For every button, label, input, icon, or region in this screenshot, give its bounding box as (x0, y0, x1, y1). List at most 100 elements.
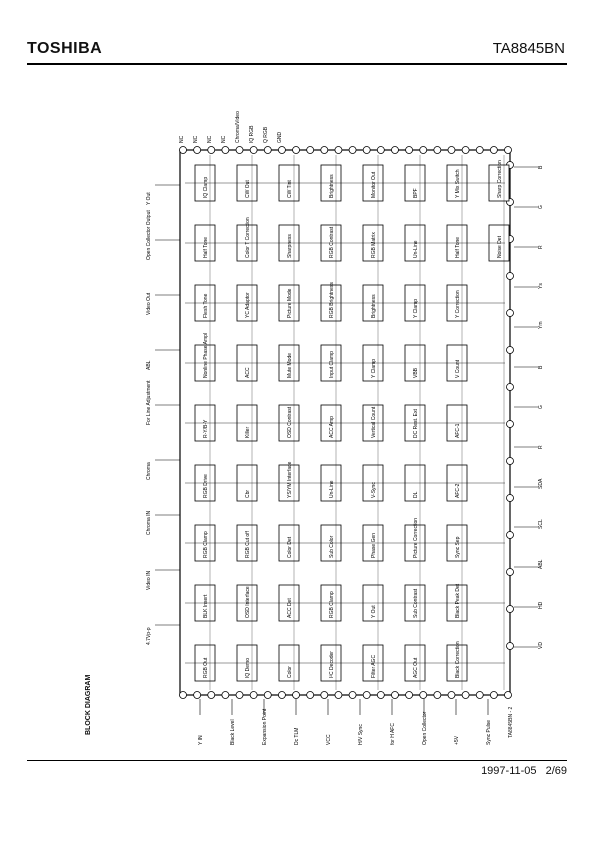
pin-right (506, 272, 514, 280)
pin-top (221, 146, 230, 154)
function-block-label: Input Clamp (329, 351, 335, 378)
pin-label: ABL (538, 559, 544, 569)
pin-label: VCC (326, 734, 332, 745)
function-block-label: Vertical Count (371, 406, 377, 438)
pin-top (249, 146, 258, 154)
function-block-label: RGB Out (203, 657, 209, 678)
pin-top (320, 146, 329, 154)
pin-bottom (348, 691, 357, 699)
pin-label: For Line Adjustment (146, 380, 152, 425)
pin-label: G (538, 405, 544, 409)
function-block-label: Un-Line (413, 240, 419, 258)
function-block-label: YS/YM Interface (287, 461, 293, 498)
function-block-label: Y Mix Switch (455, 169, 461, 198)
function-block-label: RGB Cut off (245, 531, 251, 558)
function-block-label: CW Out (245, 180, 251, 198)
function-block-label: Flesh Tone (203, 293, 209, 318)
pin-label: Chroma IN (146, 510, 152, 535)
pin-right (506, 531, 514, 539)
function-block-label: IQ Demo (245, 658, 251, 678)
pin-label: R (538, 245, 544, 249)
pin-top (179, 146, 187, 154)
pin-top (405, 146, 413, 154)
function-block-label: Picture Correction (413, 518, 419, 558)
function-block-label: RGB Drive (203, 474, 209, 498)
function-block-label: YC Adaptor (245, 292, 251, 318)
pin-label: IQ RGB (249, 125, 255, 143)
pin-top (433, 146, 442, 154)
pin-bottom (249, 691, 258, 699)
pin-bottom (292, 691, 300, 699)
function-block-label: Sharpness (287, 234, 293, 258)
pin-bottom (362, 691, 371, 699)
function-block-label: Color (287, 666, 293, 678)
pin-top (348, 146, 357, 154)
header-part-number: TA8845BN (492, 40, 565, 57)
pin-bottom (504, 691, 512, 699)
function-block-label: Color Det (287, 536, 293, 558)
pin-top (292, 146, 300, 154)
pin-top (235, 146, 244, 154)
header-rule (27, 63, 567, 65)
pin-label: Open Collector Output (146, 210, 152, 260)
function-block-label: RGB Contrast (329, 226, 335, 258)
pin-label: ABL (146, 360, 152, 370)
function-block-label: Noise Det (497, 235, 503, 258)
pin-top (193, 146, 202, 154)
header-brand: TOSHIBA (27, 40, 103, 57)
pin-label: Black Level (230, 719, 236, 745)
pin-bottom (306, 691, 315, 699)
pin-top (475, 146, 484, 154)
pin-label: HD (538, 601, 544, 609)
pin-bottom (475, 691, 484, 699)
function-block-label: Black Peak Det (455, 583, 461, 618)
pin-label: NC (221, 135, 227, 143)
function-block-label: Y Clamp (413, 299, 419, 318)
function-block-label: AGC Out (413, 657, 419, 678)
document-stamp: TA8845BN - 2 (508, 706, 514, 738)
pin-top (306, 146, 315, 154)
pin-bottom (179, 691, 187, 699)
pin-label: 4.7Vp-p (146, 627, 152, 645)
pin-label: B (538, 365, 544, 369)
pin-label: Y IN (198, 735, 204, 745)
pin-right (506, 383, 514, 391)
function-block-label: VBB (413, 367, 419, 378)
pin-bottom (235, 691, 244, 699)
footer: 1997-11-05 2/69 (481, 765, 567, 777)
pin-label: NC (207, 135, 213, 143)
pin-right (506, 494, 514, 502)
pin-top (207, 146, 216, 154)
function-block-label: Nonline Phase Ampl (203, 333, 209, 378)
pin-bottom (278, 691, 286, 699)
footer-date: 1997-11-05 (481, 765, 537, 777)
pin-bottom (405, 691, 413, 699)
pin-top (362, 146, 371, 154)
function-block-label: AFC-2 (455, 483, 461, 498)
function-block-label: I²C Decoder (329, 651, 335, 678)
pin-top (447, 146, 456, 154)
pin-label: Y Out (146, 192, 152, 205)
pin-label: SCL (538, 519, 544, 529)
function-block-label: RGB Matrix (371, 232, 377, 258)
pin-bottom (433, 691, 442, 699)
pin-label: Open Collector (422, 711, 428, 745)
function-block-label: RGB Clamp (203, 531, 209, 558)
function-block-label: Un-Line (329, 480, 335, 498)
function-block-label: Mute Mode (287, 353, 293, 378)
function-block-label: Sharp Correction (497, 160, 503, 198)
function-block-label: ACC Amp (329, 416, 335, 438)
function-block-label: Brightness (371, 294, 377, 318)
pin-label: H/V Sync (358, 724, 364, 745)
pin-label: NC (193, 135, 199, 143)
function-block-label: Half Tone (203, 237, 209, 258)
function-block-label: Black Correction (455, 641, 461, 678)
function-block-label: Cbr (245, 490, 251, 498)
function-block-label: Monitor Out (371, 171, 377, 198)
footer-page: 2/69 (545, 765, 567, 777)
pin-top (461, 146, 470, 154)
pin-bottom (221, 691, 230, 699)
pin-bottom (489, 691, 498, 699)
pin-right (506, 420, 514, 428)
